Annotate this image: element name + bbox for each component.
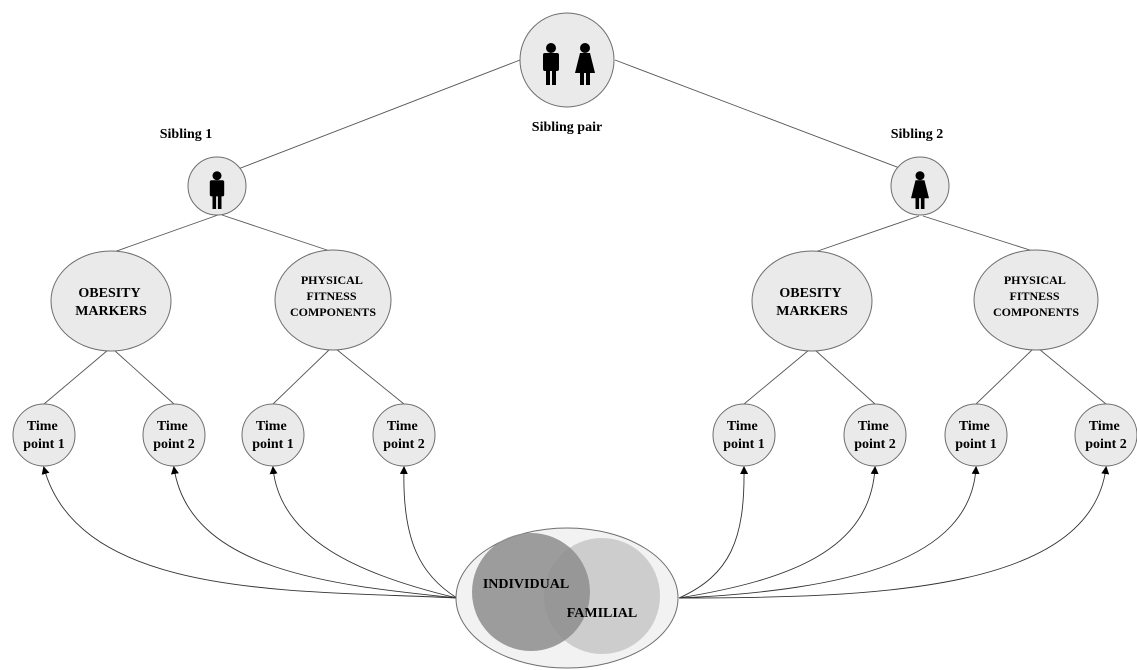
svg-text:Time point 1: Time point 1 bbox=[723, 419, 765, 452]
s2-obesity-time2-node: Time point 2 bbox=[843, 403, 907, 467]
edge-s1-obesity-t2 bbox=[113, 349, 175, 405]
s2-obesity-time1-node: Time point 1 bbox=[712, 403, 776, 467]
time-label-bottom: point 1 bbox=[23, 437, 65, 452]
s1-fitness-time1-node: Time point 1 bbox=[241, 403, 305, 467]
svg-text:Time point 2: Time point 2 bbox=[1085, 419, 1127, 452]
time-label-top: Time bbox=[256, 419, 287, 434]
sibling1-fitness-node: PHYSICAL FITNESS COMPONENTS bbox=[274, 249, 392, 351]
edge-sibling2-obesity bbox=[811, 215, 920, 254]
edge-sibling2-fitness bbox=[922, 215, 1037, 253]
arrow-to-s2-obesity-t1 bbox=[678, 466, 749, 599]
individual-circle bbox=[472, 533, 590, 651]
sibling2-node bbox=[890, 156, 950, 216]
s2-fitness-line2: FITNESS bbox=[1009, 289, 1059, 303]
svg-text:PHYSICAL FITNESS C: PHYSICAL FITNESS COMPONENTS bbox=[290, 273, 376, 319]
time-label-bottom: point 2 bbox=[1085, 437, 1127, 452]
time-label-bottom: point 1 bbox=[252, 437, 294, 452]
time-label-top: Time bbox=[387, 419, 418, 434]
arrow-to-s2-fitness-t2 bbox=[678, 466, 1110, 599]
svg-text:Time point 2: Time point 2 bbox=[854, 419, 896, 452]
individual-familial-node: INDIVIDUAL FAMILIAL bbox=[455, 527, 679, 669]
sibling2-fitness-node: PHYSICAL FITNESS COMPONENTS bbox=[973, 249, 1099, 351]
time-label-top: Time bbox=[157, 419, 188, 434]
svg-text:Time point 2: Time point 2 bbox=[153, 419, 195, 452]
s2-fitness-time2-node: Time point 2 bbox=[1074, 403, 1137, 467]
s1-obesity-time1-node: Time point 1 bbox=[12, 403, 76, 467]
time-label-bottom: point 1 bbox=[723, 437, 765, 452]
time-label-top: Time bbox=[959, 419, 990, 434]
s1-fitness-line1: PHYSICAL bbox=[301, 273, 363, 287]
time-label-top: Time bbox=[27, 419, 58, 434]
s1-obesity-line1: OBESITY bbox=[78, 286, 140, 301]
edge-s1-fitness-t1 bbox=[272, 348, 331, 405]
s2-fitness-line1: PHYSICAL bbox=[1004, 273, 1066, 287]
svg-text:OBESITY MARKERS: OBESITY MARKERS bbox=[776, 286, 848, 319]
time-label-bottom: point 2 bbox=[383, 437, 425, 452]
arrow-to-s2-fitness-t1 bbox=[678, 466, 980, 599]
svg-text:Time point 1: Time point 1 bbox=[252, 419, 294, 452]
time-label-top: Time bbox=[858, 419, 889, 434]
time-label-top: Time bbox=[1089, 419, 1120, 434]
edge-sibling1-obesity bbox=[110, 214, 219, 254]
s2-fitness-line3: COMPONENTS bbox=[993, 305, 1079, 319]
time-label-bottom: point 2 bbox=[854, 437, 896, 452]
s1-fitness-line3: COMPONENTS bbox=[290, 305, 376, 319]
svg-text:PHYSICAL FITNESS C: PHYSICAL FITNESS COMPONENTS bbox=[993, 273, 1079, 319]
arrow-to-s2-obesity-t2 bbox=[678, 466, 879, 599]
edge-s1-fitness-t2 bbox=[335, 348, 405, 405]
s1-fitness-time2-node: Time point 2 bbox=[372, 403, 436, 467]
arrow-to-s1-fitness-t2 bbox=[399, 466, 458, 599]
edge-pair-sibling1 bbox=[219, 59, 521, 177]
edge-s1-obesity-t1 bbox=[43, 349, 109, 405]
time-label-bottom: point 2 bbox=[153, 437, 195, 452]
edge-pair-sibling2 bbox=[614, 59, 919, 176]
svg-text:OBESITY MARKERS: OBESITY MARKERS bbox=[75, 286, 147, 319]
sibling2-obesity-node: OBESITY MARKERS bbox=[751, 250, 873, 352]
s1-fitness-line2: FITNESS bbox=[306, 289, 356, 303]
sibling2-label: Sibling 2 bbox=[891, 127, 944, 142]
edge-s2-fitness-t1 bbox=[975, 348, 1034, 405]
edge-s2-fitness-t2 bbox=[1038, 348, 1107, 405]
s2-obesity-line2: MARKERS bbox=[776, 304, 848, 319]
arrow-to-s1-fitness-t1 bbox=[269, 466, 458, 599]
svg-text:Time point 1: Time point 1 bbox=[955, 419, 997, 452]
individual-label: INDIVIDUAL bbox=[483, 577, 569, 592]
arrow-to-s1-obesity-t1 bbox=[41, 466, 458, 599]
sibling1-obesity-node: OBESITY MARKERS bbox=[50, 250, 172, 352]
sibling1-node bbox=[187, 156, 247, 216]
sibling1-label: Sibling 1 bbox=[160, 127, 213, 142]
s2-fitness-time1-node: Time point 1 bbox=[944, 403, 1008, 467]
sibling-pair-node bbox=[519, 12, 615, 108]
edge-s2-obesity-t1 bbox=[743, 349, 810, 405]
time-label-bottom: point 1 bbox=[955, 437, 997, 452]
time-label-top: Time bbox=[727, 419, 758, 434]
s1-obesity-time2-node: Time point 2 bbox=[142, 403, 206, 467]
edge-s2-obesity-t2 bbox=[814, 349, 876, 405]
svg-text:Time point 2: Time point 2 bbox=[383, 419, 425, 452]
s2-obesity-line1: OBESITY bbox=[779, 286, 841, 301]
svg-text:Time point 1: Time point 1 bbox=[23, 419, 65, 452]
edge-sibling1-fitness bbox=[221, 214, 334, 253]
sibling-pair-label: Sibling pair bbox=[532, 120, 602, 135]
arrow-to-s1-obesity-t2 bbox=[170, 466, 458, 599]
familial-label: FAMILIAL bbox=[567, 606, 638, 621]
s1-obesity-line2: MARKERS bbox=[75, 304, 147, 319]
